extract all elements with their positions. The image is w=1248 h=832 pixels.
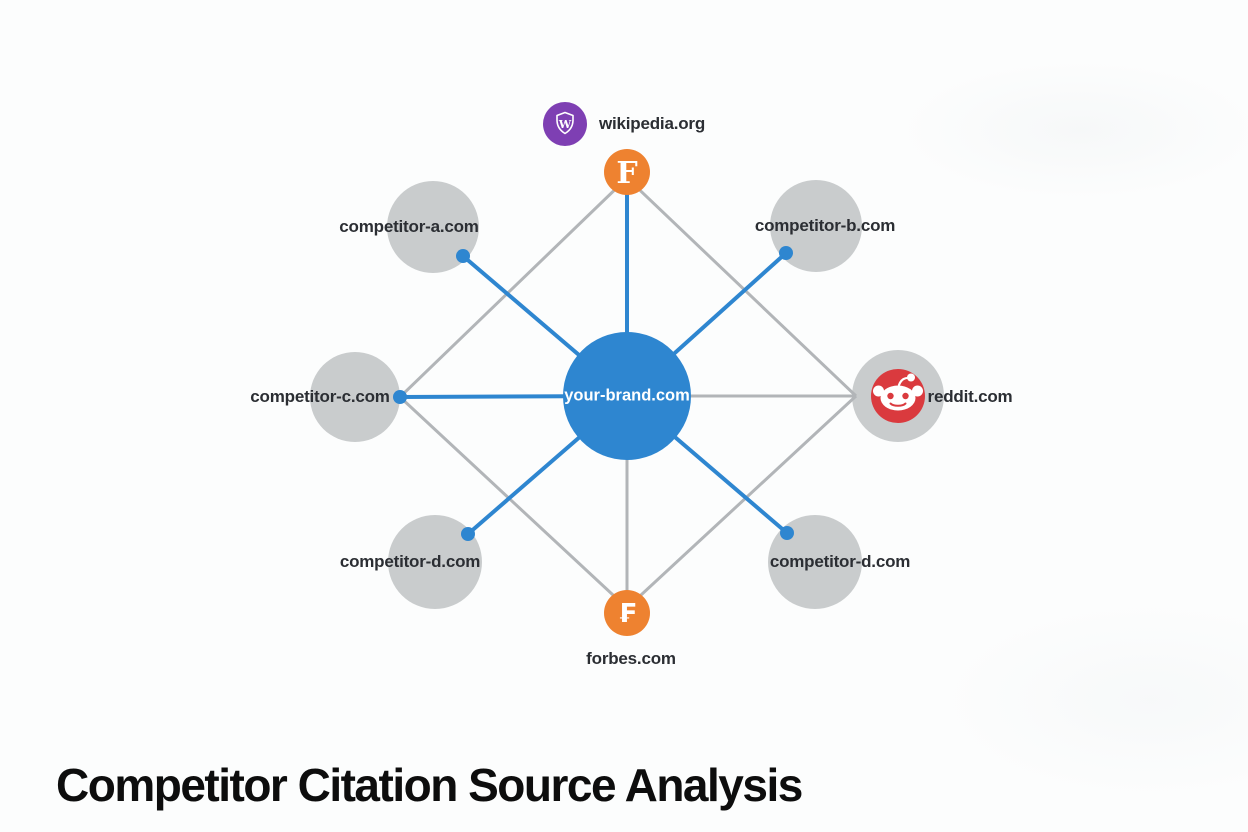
reddit-ear-left bbox=[873, 385, 884, 397]
label-competitor-b: competitor-b.com bbox=[754, 216, 896, 235]
label-competitor-c: competitor-c.com bbox=[250, 387, 390, 406]
label-competitor-a: competitor-a.com bbox=[339, 217, 479, 236]
reddit-ear-right bbox=[912, 385, 923, 397]
endpoint-dot-d-right bbox=[780, 526, 794, 540]
reddit-smile bbox=[889, 402, 907, 407]
wikipedia-icon-circle bbox=[543, 102, 587, 146]
page-title: Competitor Citation Source Analysis bbox=[56, 759, 803, 811]
franc-icon: ₣ bbox=[604, 590, 650, 636]
endpoint-dot-c bbox=[393, 390, 407, 404]
reddit-head bbox=[880, 385, 916, 411]
reddit-eye-right bbox=[902, 392, 909, 400]
reddit-alien-icon bbox=[871, 369, 925, 423]
node-your-brand-circle bbox=[563, 332, 691, 460]
endpoint-dot-d-left bbox=[461, 527, 475, 541]
citation-endpoint-dots bbox=[393, 246, 794, 541]
node-competitor-c-circle bbox=[310, 352, 400, 442]
label-wikipedia: wikipedia.org bbox=[598, 114, 706, 133]
endpoint-dot-a bbox=[456, 249, 470, 263]
edge-forbestop-competitor-c bbox=[398, 176, 629, 399]
edge-forbesbottom-competitor-c bbox=[398, 395, 629, 610]
label-your-brand: your-brand.com bbox=[564, 386, 690, 405]
shield-outline bbox=[556, 111, 574, 135]
wikipedia-shield-icon: W bbox=[543, 102, 587, 146]
endpoint-dot-b bbox=[779, 246, 793, 260]
label-forbes: forbes.com bbox=[586, 649, 676, 668]
forbes-f-glyph: F bbox=[616, 156, 637, 191]
edge-forbesbottom-reddit bbox=[625, 394, 858, 610]
reddit-eye-left bbox=[887, 392, 894, 400]
reddit-antenna-ball bbox=[907, 373, 915, 382]
forbes-f-icon-circle bbox=[604, 149, 650, 195]
node-competitor-d-right-circle bbox=[768, 515, 862, 609]
label-competitor-d-right: competitor-d.com bbox=[769, 552, 911, 571]
node-competitor-b-circle bbox=[770, 180, 862, 272]
wikipedia-w-glyph: W bbox=[558, 118, 572, 131]
franc-glyph: ₣ bbox=[618, 599, 636, 629]
node-competitor-a-circle bbox=[387, 181, 479, 273]
node-competitor-d-left-circle bbox=[388, 515, 482, 609]
forbes-f-icon: F bbox=[604, 149, 650, 195]
gray-edges bbox=[398, 176, 858, 610]
label-reddit: reddit.com bbox=[927, 387, 1013, 406]
label-competitor-d-left: competitor-d.com bbox=[339, 552, 481, 571]
edge-forbestop-reddit bbox=[625, 176, 858, 398]
franc-icon-circle bbox=[604, 590, 650, 636]
